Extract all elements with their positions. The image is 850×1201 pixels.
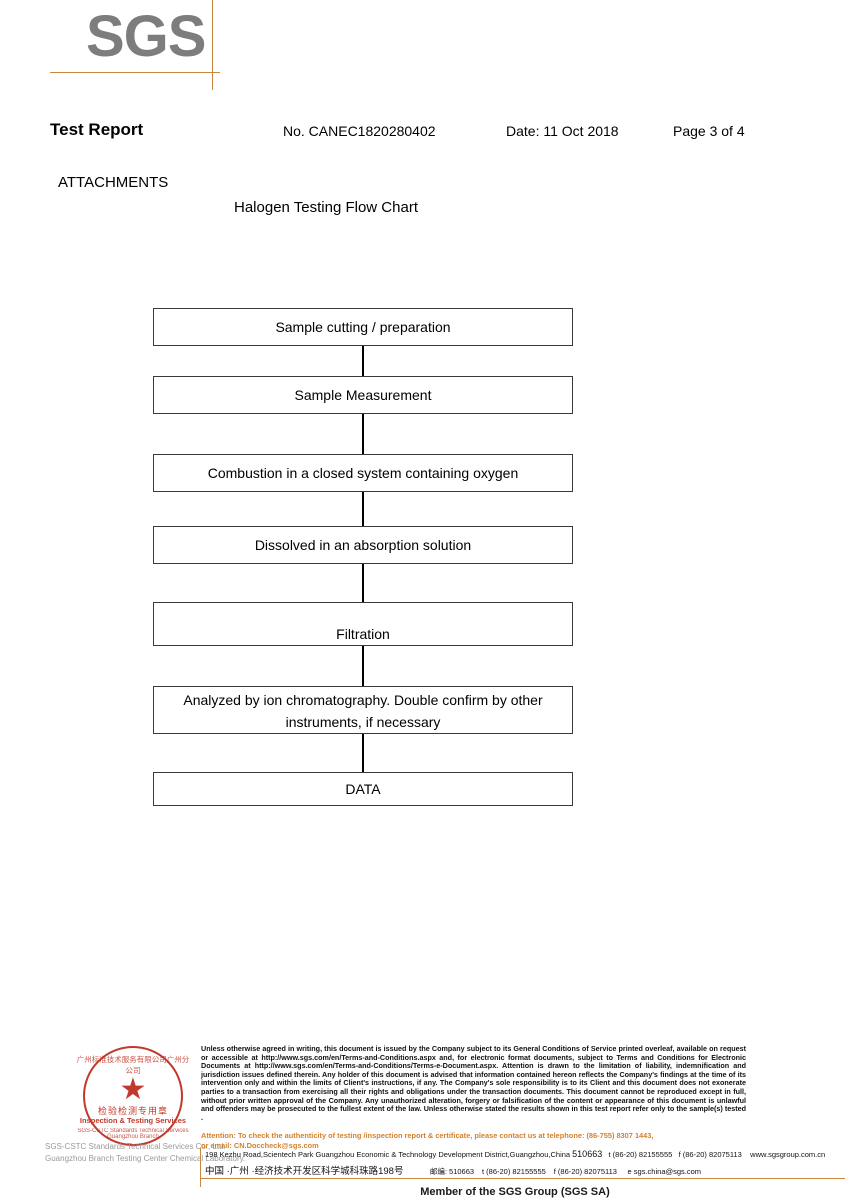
seal-circle-icon: [83, 1046, 183, 1146]
flow-step-label: Dissolved in an absorption solution: [254, 537, 472, 553]
report-page-number: Page 3 of 4: [673, 123, 745, 139]
seal-company-line-2: Guangzhou Branch Testing Center Chemical…: [45, 1154, 246, 1163]
flow-arrow: [358, 734, 368, 781]
address-english-row: 198 Kezhu Road,Scientech Park Guangzhou …: [205, 1149, 845, 1159]
attention-line-2: or email: CN.Doccheck@sgs.com: [201, 1140, 319, 1150]
flow-step-label: Analyzed by ion chromatography. Double c…: [183, 692, 543, 730]
seal-arc-top-text: 广州标准技术服务有限公司广州分公司: [76, 1055, 190, 1075]
flowchart-title: Halogen Testing Flow Chart: [234, 199, 418, 216]
address-vertical-rule: [200, 1148, 201, 1180]
report-date: Date: 11 Oct 2018: [506, 123, 619, 139]
flow-step-box: DATA: [153, 772, 573, 806]
flow-arrow: [358, 414, 368, 463]
footer-divider-rule: [200, 1178, 845, 1179]
flow-step-box: Combustion in a closed system containing…: [153, 454, 573, 492]
flow-step-box: Dissolved in an absorption solution: [153, 526, 573, 564]
seal-english-text: Inspection & Testing Services: [79, 1116, 187, 1125]
flow-arrow: [358, 646, 368, 695]
postcode-chinese: 邮编: 510663: [429, 1167, 475, 1176]
attachments-heading: ATTACHMENTS: [58, 174, 169, 191]
report-header: Test Report No. CANEC1820280402 Date: 11…: [0, 120, 850, 146]
logo-horizontal-rule: [50, 72, 220, 73]
flow-step-label: Sample cutting / preparation: [275, 319, 451, 335]
postcode-english: 510663: [572, 1149, 603, 1159]
address-chinese: 中国 ·广州 ·经济技术开发区科学城科珠路198号: [205, 1166, 404, 1177]
flow-step-label: Filtration: [336, 626, 390, 642]
seal-company-line-1: SGS-CSTC Standards Technical Services Co…: [45, 1142, 226, 1151]
telephone-chinese: t (86-20) 82155555: [482, 1167, 546, 1176]
report-number: No. CANEC1820280402: [283, 123, 436, 139]
flow-step-box: Analyzed by ion chromatography. Double c…: [153, 686, 573, 734]
sgs-logo: SGS: [86, 4, 206, 69]
member-of-group-text: Member of the SGS Group (SGS SA): [420, 1186, 610, 1198]
member-of-group-line: Member of the SGS Group (SGS SA): [0, 1186, 850, 1198]
logo-vertical-rule: [212, 0, 213, 90]
flow-step-label: DATA: [345, 781, 381, 797]
inspection-seal-stamp: 广州标准技术服务有限公司广州分公司 ★ 检验检测专用章 Inspection &…: [45, 1046, 245, 1166]
website-english[interactable]: www.sgsgroup.com.cn: [750, 1150, 826, 1159]
flow-step-box: Sample Measurement: [153, 376, 573, 414]
address-chinese-row: 中国 ·广州 ·经济技术开发区科学城科珠路198号 邮编: 510663 t (…: [205, 1163, 845, 1177]
attention-notice: Attention: To check the authenticity of …: [201, 1131, 746, 1150]
flow-arrow: [358, 346, 368, 385]
fax-english: f (86-20) 82075113: [678, 1150, 742, 1159]
address-english: 198 Kezhu Road,Scientech Park Guangzhou …: [205, 1150, 571, 1159]
flow-arrow: [358, 492, 368, 535]
star-icon: ★: [119, 1073, 147, 1106]
telephone-english: t (86-20) 82155555: [608, 1150, 673, 1159]
footer-divider-tick: [200, 1178, 201, 1187]
email-chinese[interactable]: e sgs.china@sgs.com: [627, 1167, 702, 1176]
attention-line-1: Attention: To check the authenticity of …: [201, 1131, 654, 1140]
flow-step-label: Sample Measurement: [294, 387, 432, 403]
legal-disclaimer-text: Unless otherwise agreed in writing, this…: [201, 1044, 746, 1122]
flow-step-box: Filtration: [153, 602, 573, 646]
seal-chinese-text: 检验检测专用章: [97, 1106, 168, 1116]
seal-arc-bottom-text: SGS-CSTC Standards Technical Services Gu…: [77, 1128, 189, 1140]
fax-chinese: f (86-20) 82075113: [553, 1167, 617, 1176]
page-title: Test Report: [50, 120, 144, 139]
flow-step-label: Combustion in a closed system containing…: [207, 465, 519, 481]
flow-arrow: [358, 564, 368, 611]
flow-step-box: Sample cutting / preparation: [153, 308, 573, 346]
